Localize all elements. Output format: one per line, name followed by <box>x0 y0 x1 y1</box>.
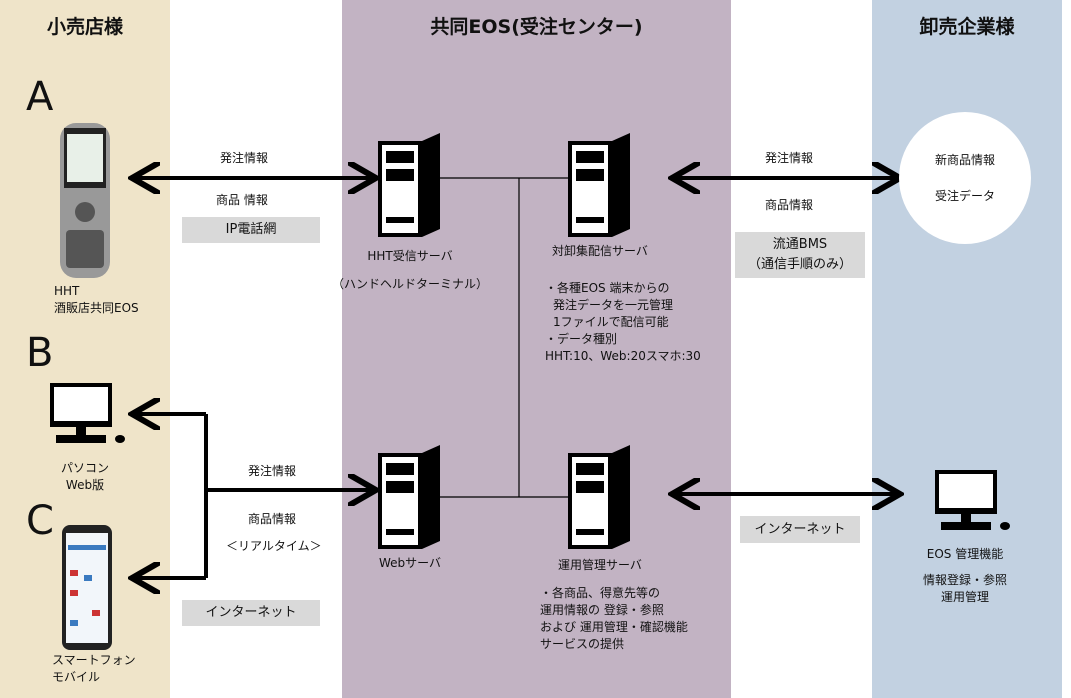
circle-order-data: 受注データ <box>934 189 995 203</box>
distribution-server-label: 対卸集配信サーバ <box>552 244 648 258</box>
realtime-label: ＜リアルタイム＞ <box>226 539 322 553</box>
arrow-web <box>136 412 372 580</box>
top-left-product-info: 商品 情報 <box>216 193 268 207</box>
distribution-server-icon <box>568 133 630 237</box>
label-c: C <box>26 498 54 544</box>
label-a: A <box>26 74 54 120</box>
connection-lines <box>440 177 568 498</box>
wholesale-heading: 卸売企業様 <box>919 16 1015 38</box>
internet-left-label: インターネット <box>182 600 320 626</box>
top-right-product-info: 商品情報 <box>765 198 814 212</box>
bottom-left-order-info: 発注情報 <box>248 464 297 478</box>
bottom-left-product-info: 商品情報 <box>248 512 297 526</box>
ip-network-label: IP電話網 <box>182 217 320 243</box>
ops-server-icon <box>568 445 630 549</box>
web-server-label: Webサーバ <box>378 556 442 570</box>
hht-server-label: HHT受信サーバ（ハンドヘルドターミナル） <box>331 249 488 291</box>
bms-label: 流通BMS（通信手順のみ） <box>735 232 865 278</box>
smartphone-icon <box>62 525 112 650</box>
phone-label: スマートフォンモバイル <box>52 653 136 684</box>
top-left-order-info: 発注情報 <box>220 151 269 165</box>
wholesale-circle <box>899 112 1031 244</box>
pc-icon-retail <box>50 383 125 443</box>
center-heading: 共同EOS(受注センター) <box>430 16 643 38</box>
top-right-order-info: 発注情報 <box>765 151 814 165</box>
hht-server-icon <box>378 133 440 237</box>
web-server-icon <box>378 445 440 549</box>
eos-admin-label: EOS 管理機能 <box>926 547 1004 561</box>
ops-server-label: 運用管理サーバ <box>558 558 642 572</box>
eos-admin-items: 情報登録・参照運用管理 <box>922 573 1007 604</box>
pc-icon-wholesale <box>935 470 1010 530</box>
center-band <box>342 0 731 698</box>
circle-new-products: 新商品情報 <box>934 153 995 167</box>
internet-right-label: インターネット <box>740 516 860 543</box>
hht-device-icon <box>60 123 110 278</box>
retail-heading: 小売店様 <box>46 16 123 38</box>
ops-notes: ・各商品、得意先等の運用情報の 登録・参照および 運用管理・確認機能サービスの提… <box>540 586 688 651</box>
label-b: B <box>26 330 54 376</box>
